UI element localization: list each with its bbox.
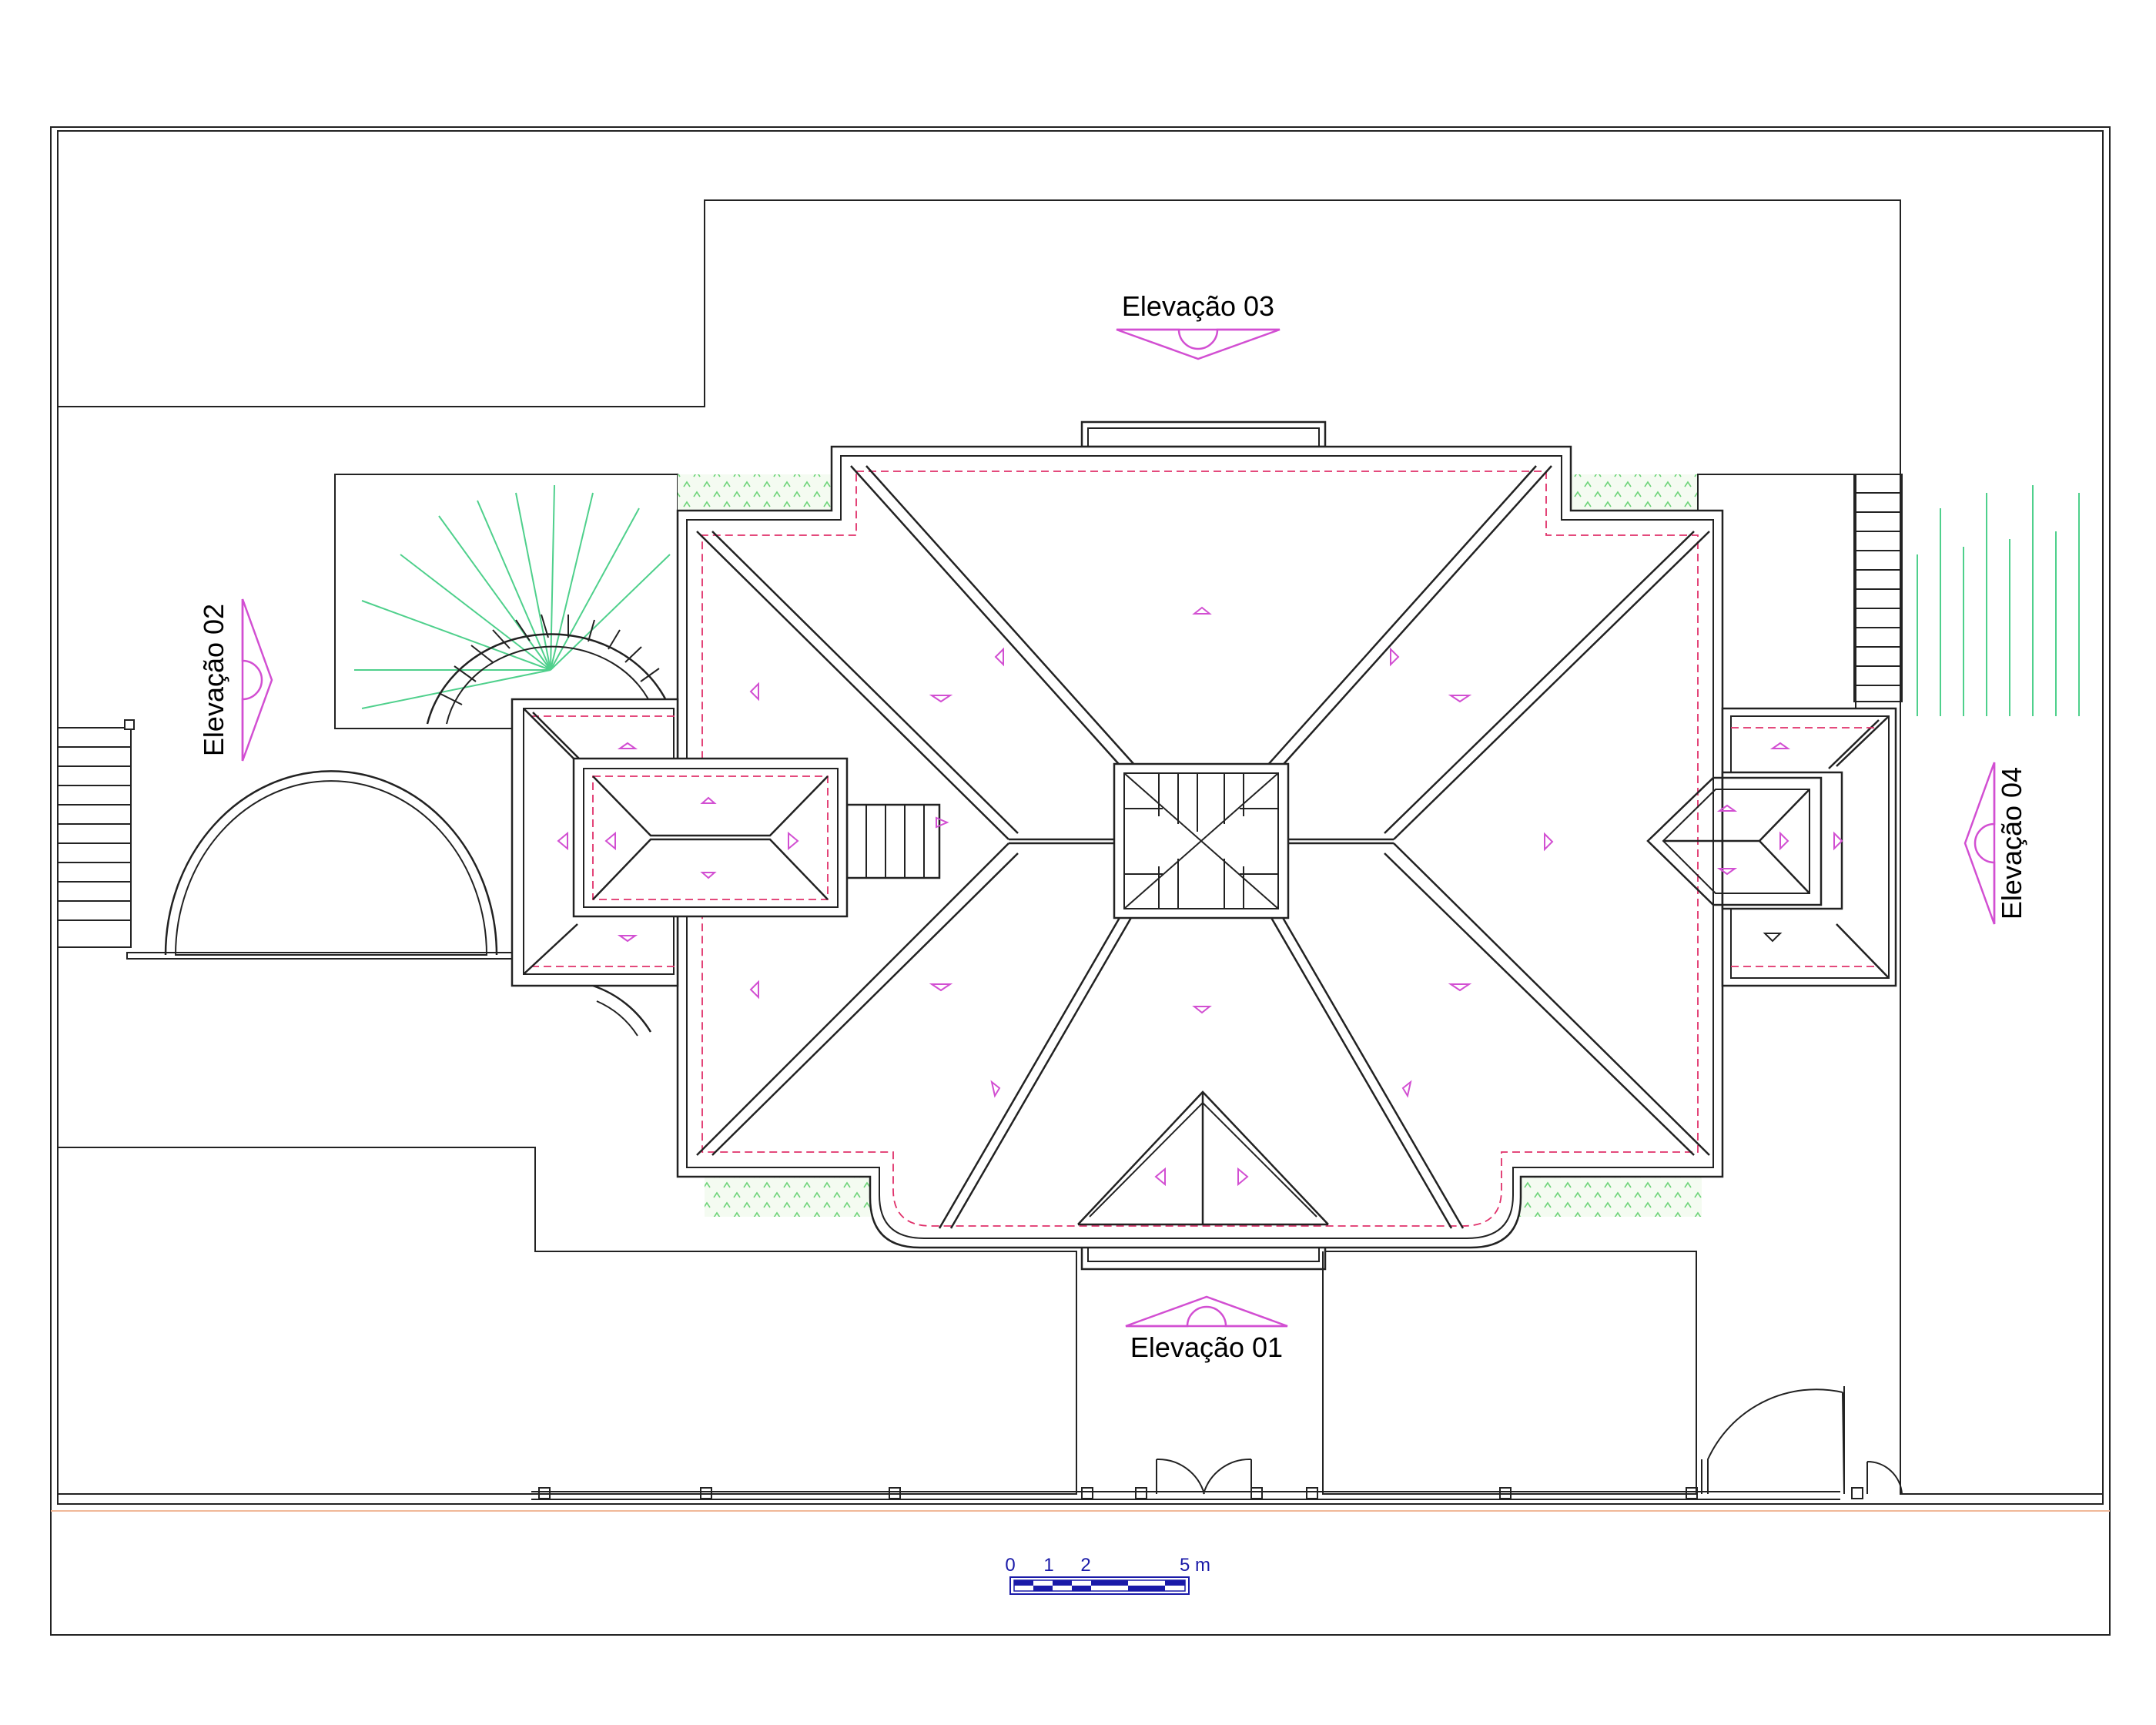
site-boundary [50,126,2111,1636]
elevation-02-label: Elevação 02 [198,604,229,756]
spiral-stair [426,614,671,1037]
elevation-01-label: Elevação 01 [1130,1331,1283,1363]
lawn-top [57,130,2104,1495]
elevation-markers: Elevação 03 Elevação 01 Elevação 02 Elev… [198,290,2027,1363]
radiating-plant-lines [354,484,671,709]
pool [126,770,513,960]
elevation-04-marker: Elevação 04 [1964,762,2027,925]
door-swings [1156,1388,1903,1495]
elevation-01-marker: Elevação 01 [1125,1295,1288,1363]
elevation-03-label: Elevação 03 [1122,290,1274,322]
hedge-lines [1917,485,2080,716]
elevation-02-marker: Elevação 02 [198,598,273,762]
scale-tick-2: 2 [1080,1555,1090,1576]
left-stairs [57,719,135,948]
front-fence [531,1251,1863,1500]
main-roof [676,420,1724,1271]
left-wing-roof [511,698,849,987]
scale-tick-5m: 5 m [1180,1555,1210,1576]
scale-tick-0: 0 [1005,1555,1015,1576]
elevation-03-marker: Elevação 03 [1116,290,1281,360]
elevation-04-label: Elevação 04 [1996,767,2027,919]
scale-bar: 0 1 2 5 m [1005,1555,1210,1595]
garden-upper-left [334,474,678,729]
slope-arrows [557,606,1843,1187]
scale-tick-1: 1 [1043,1555,1053,1576]
right-wing-roof [1646,707,1897,987]
lawn-bottom-mid [1322,1251,1697,1495]
